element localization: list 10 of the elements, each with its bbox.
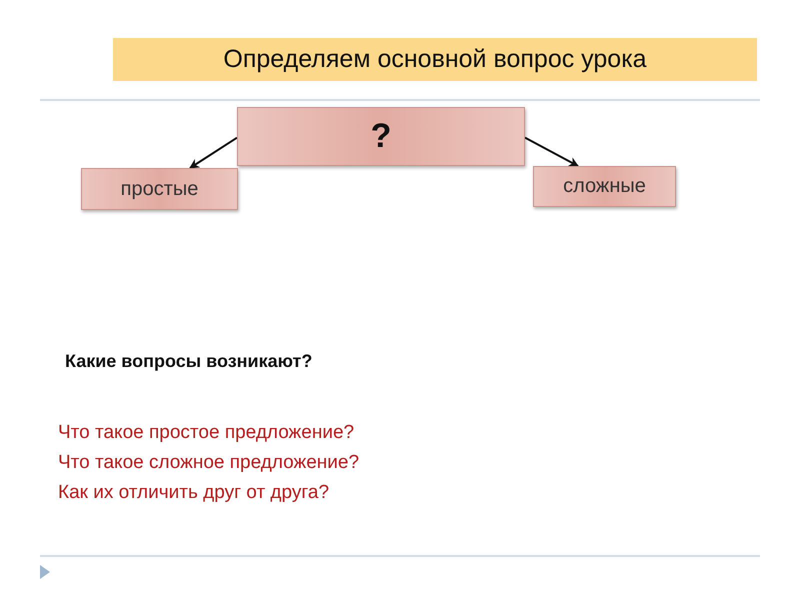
arrow [189, 136, 238, 169]
arrow [524, 136, 579, 167]
question-text: Как их отличить друг от друга? [58, 482, 330, 504]
term-box: сложные [533, 166, 676, 207]
question-text: Что такое простое предложение? [58, 422, 354, 444]
title-banner: Определяем основной вопрос урока [113, 38, 757, 81]
term-box: ? [237, 107, 525, 166]
term-box: простые [81, 168, 238, 210]
question-heading: Какие вопросы возникают? [65, 351, 312, 372]
question-text: Что такое сложное предложение? [58, 452, 360, 474]
